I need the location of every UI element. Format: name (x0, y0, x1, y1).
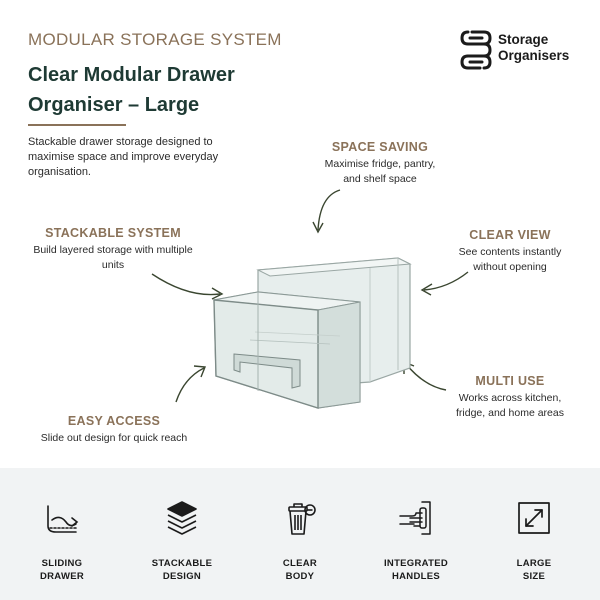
callout-description-line: See contents instantly (458, 246, 562, 258)
callout-description-line: Maximise fridge, pantry, (324, 158, 436, 170)
callout-stackable-system: STACKABLE SYSTEM Build layered storage w… (18, 226, 208, 273)
feature-clear-body: CLEAR BODY (252, 498, 348, 583)
sliding-drawer-icon (47, 505, 79, 533)
feature-label-line: DESIGN (162, 571, 202, 582)
callout-description-line: without opening (473, 261, 547, 273)
callout-easy-access: EASY ACCESS Slide out design for quick r… (24, 414, 204, 446)
hand-handle-icon (399, 501, 431, 535)
feature-integrated-handles: INTEGRATED HANDLES (368, 498, 464, 583)
arrow-stackable-system (151, 273, 224, 300)
feature-label-line: HANDLES (391, 571, 441, 582)
brand-name-line-2: Organisers (498, 48, 570, 63)
feature-label-line: STACKABLE (151, 558, 213, 569)
callout-description: See contents instantly without opening (440, 245, 580, 275)
callout-multi-use: MULTI USE Works across kitchen, fridge, … (440, 374, 580, 421)
callout-heading: EASY ACCESS (67, 414, 161, 428)
product-title: Clear Modular Drawer Organiser – Large (28, 60, 328, 120)
callout-description-line: Slide out design for quick reach (40, 432, 188, 444)
callout-description-line: Build layered storage with multiple (33, 244, 193, 256)
title-divider (28, 124, 126, 126)
drawer-illustration (213, 257, 412, 409)
callout-description: Works across kitchen, fridge, and home a… (440, 391, 580, 421)
feature-label: STACKABLE DESIGN (134, 557, 230, 583)
feature-label-line: SIZE (522, 571, 546, 582)
feature-label-line: SLIDING (41, 558, 83, 569)
arrow-clear-view (420, 271, 469, 296)
section-kicker: MODULAR STORAGE SYSTEM (28, 30, 282, 49)
callout-description: Maximise fridge, pantry, and shelf space (300, 157, 460, 187)
feature-label: LARGE SIZE (486, 557, 582, 583)
feature-large-size: LARGE SIZE (486, 498, 582, 583)
callout-space-saving: SPACE SAVING Maximise fridge, pantry, an… (300, 140, 460, 187)
feature-sliding-drawer: SLIDING DRAWER (14, 498, 110, 583)
product-title-line-2: Organiser – Large (28, 94, 200, 116)
intro-text: Stackable drawer storage designed to max… (28, 136, 219, 178)
clean-bin-icon (288, 503, 316, 535)
callout-description: Slide out design for quick reach (24, 431, 204, 446)
feature-label: INTEGRATED HANDLES (368, 557, 464, 583)
feature-label: SLIDING DRAWER (14, 557, 110, 583)
feature-label: CLEAR BODY (252, 557, 348, 583)
callout-description-line: and shelf space (343, 173, 417, 185)
arrow-easy-access (175, 365, 206, 403)
product-title-line-1: Clear Modular Drawer (28, 64, 235, 86)
callout-heading: MULTI USE (475, 374, 545, 388)
expand-diagonal-icon (518, 502, 550, 534)
feature-label-line: DRAWER (39, 571, 85, 582)
feature-label-line: INTEGRATED (383, 558, 449, 569)
feature-label-line: BODY (285, 571, 315, 582)
brand-name-line-1: Storage (498, 32, 549, 47)
brand-logo: Storage Organisers (458, 26, 588, 74)
callout-clear-view: CLEAR VIEW See contents instantly withou… (440, 228, 580, 275)
callout-heading: SPACE SAVING (331, 140, 429, 154)
interlocking-loops-icon (460, 30, 492, 70)
stacked-layers-icon (167, 501, 197, 535)
feature-label-line: CLEAR (282, 558, 318, 569)
brand-name: Storage Organisers (498, 32, 569, 64)
feature-label-line: LARGE (516, 558, 552, 569)
callout-description-line: units (101, 259, 125, 271)
callout-description-line: fridge, and home areas (456, 407, 564, 419)
callout-description-line: Works across kitchen, (458, 392, 562, 404)
feature-bar: SLIDING DRAWER STACKABLE DESIGN (0, 468, 600, 600)
feature-stackable-design: STACKABLE DESIGN (134, 498, 230, 583)
callout-heading: STACKABLE SYSTEM (45, 226, 181, 240)
arrow-space-saving (312, 189, 341, 234)
callout-description: Build layered storage with multiple unit… (18, 243, 208, 273)
callout-heading: CLEAR VIEW (469, 228, 551, 242)
